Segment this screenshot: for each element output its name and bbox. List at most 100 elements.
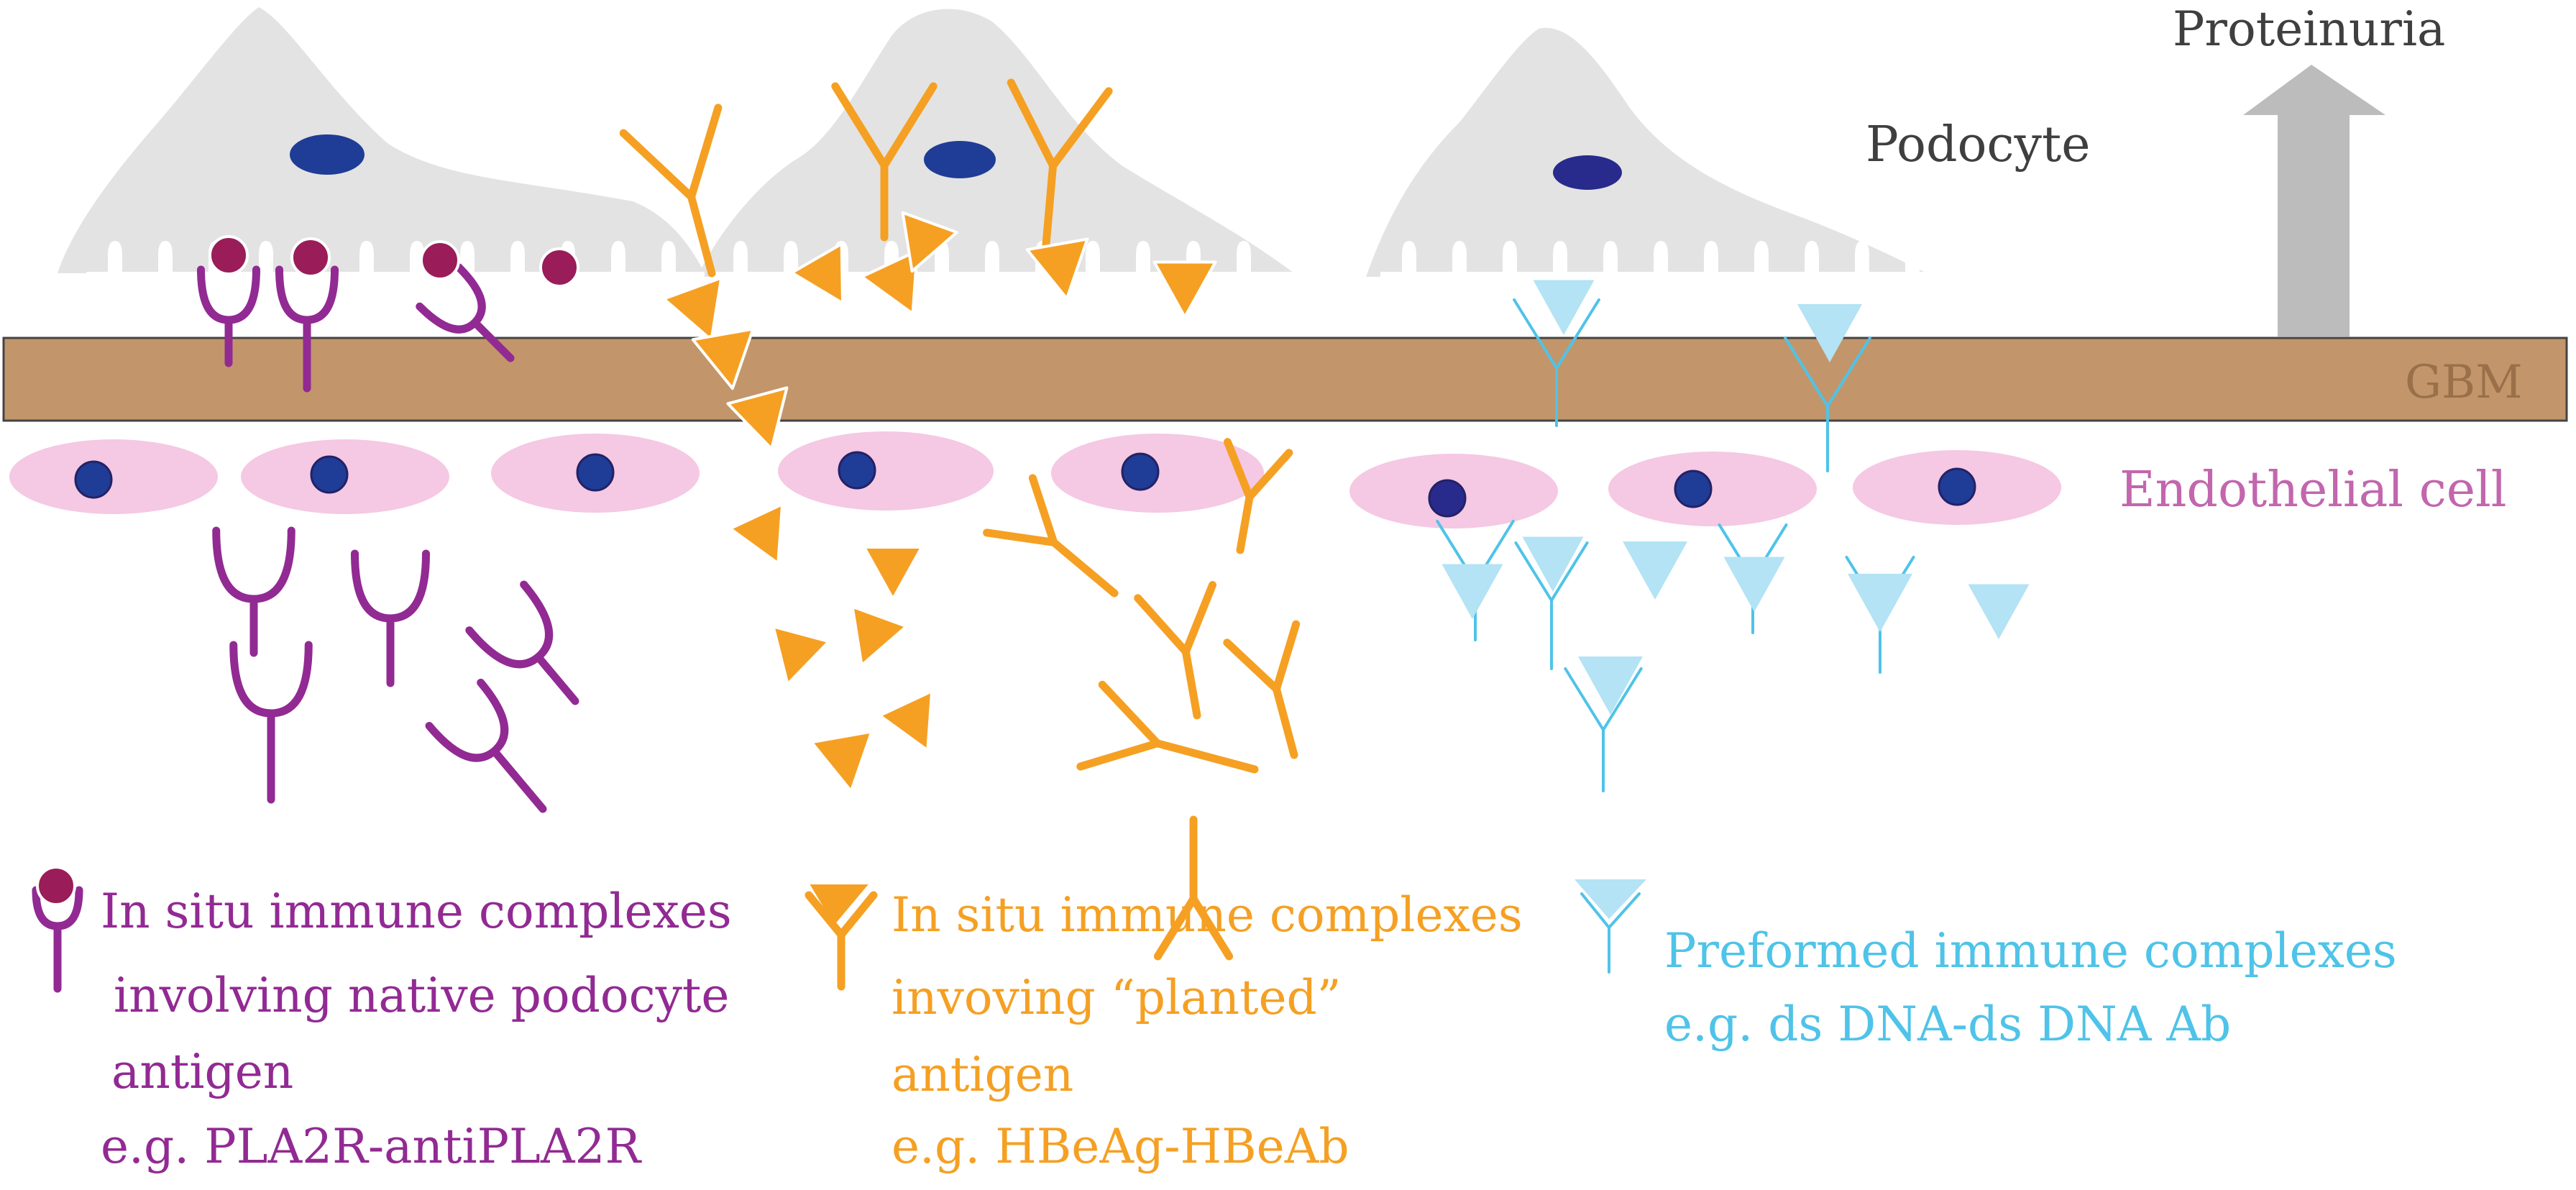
legend-native-line: e.g. PLA2R-antiPLA2R <box>101 1119 641 1174</box>
foot-gap <box>1855 241 1869 279</box>
native-antibody-bound <box>197 265 260 367</box>
preformed-antibody <box>1564 667 1643 792</box>
preformed-antigen <box>1623 541 1687 600</box>
endothelial-nucleus <box>838 451 876 490</box>
foot-gap <box>784 241 798 279</box>
planted-antibody-free <box>1223 438 1293 554</box>
legend-planted-line: antigen <box>891 1047 1074 1102</box>
foot-gap <box>1805 241 1819 279</box>
foot-gap <box>935 241 949 279</box>
foot-gap <box>1503 241 1517 279</box>
planted-antigen <box>810 730 874 793</box>
preformed-antigen <box>1533 280 1595 335</box>
foot-gap <box>1452 241 1467 279</box>
podocyte-cell-1 <box>58 7 705 273</box>
planted-antigen <box>790 242 844 305</box>
planted-antibody-bound <box>831 82 938 242</box>
planted-antigen <box>1025 237 1089 301</box>
foot-gap <box>1237 241 1251 279</box>
foot-gap <box>158 241 173 279</box>
planted-antibody-free <box>983 474 1119 598</box>
legend-icons <box>32 866 1646 993</box>
podocyte-nuclei <box>290 134 1622 190</box>
native-antibody-free <box>351 549 430 687</box>
planted-antigen <box>878 690 934 752</box>
legend-preformed-line: Preformed immune complexes <box>1664 923 2397 979</box>
planted-antibody-bound <box>619 104 723 278</box>
podocyte-nucleus <box>1553 155 1622 190</box>
foot-gap <box>1754 241 1769 279</box>
endothelial-label: Endothelial cell <box>2119 462 2507 518</box>
legend-planted-line: invoving <box>891 970 1096 1025</box>
legend-native-line: involving native podocyte <box>114 968 730 1023</box>
planted-antibody-free <box>1223 620 1301 759</box>
native-antibody-bound <box>416 263 515 362</box>
legend-planted-quoted: “planted” <box>1111 970 1342 1025</box>
foot-gap <box>661 241 676 279</box>
planted-antibody-free <box>1076 680 1259 774</box>
planted-antigen <box>863 546 923 600</box>
legend-planted-line: In situ immune complexes <box>891 887 1523 943</box>
native-antibody-free <box>229 641 313 804</box>
native-antibody-free <box>465 580 579 705</box>
foot-gap <box>1704 241 1718 279</box>
endothelial-cell <box>1608 452 1817 526</box>
endothelial-nucleus <box>1674 470 1713 508</box>
foot-gap <box>359 241 374 279</box>
endothelial-nucleus <box>1938 467 1976 506</box>
planted-antigen <box>771 625 830 686</box>
endothelial-cell <box>778 431 994 511</box>
preformed-antigen <box>1968 584 2030 639</box>
native-antigen <box>290 237 331 278</box>
podocyte-cell-3 <box>1366 27 1934 277</box>
foot-gap <box>1603 241 1618 279</box>
endothelial-nucleus <box>310 455 349 494</box>
foot-gap <box>1905 241 1920 279</box>
planted-antigen <box>662 276 723 342</box>
planted-antigen <box>728 503 784 565</box>
planted-antigen <box>860 249 919 316</box>
planted-antigen <box>901 211 958 273</box>
gbm-label: GBM <box>2405 356 2523 409</box>
legend-planted-line: e.g. HBeAg-HBeAb <box>891 1119 1349 1174</box>
foot-baseline <box>86 272 705 280</box>
native-antigen <box>208 235 249 275</box>
endothelial-nucleus <box>74 460 113 499</box>
planted-antibody-free <box>1134 581 1217 720</box>
proteinuria-label: Proteinuria <box>2173 1 2446 57</box>
gbm-membrane <box>2 337 2568 422</box>
preformed-antibody <box>1784 337 1871 472</box>
preformed-antigen <box>1848 574 1912 632</box>
preformed-antigen <box>1441 564 1503 619</box>
preformed-antibody <box>1514 541 1589 670</box>
planted-antibody-bound <box>1007 78 1113 249</box>
preformed-antigen <box>1797 304 1862 362</box>
legend-preformed-line: e.g. ds DNA-ds DNA Ab <box>1664 997 2232 1052</box>
podocyte-cell-2 <box>697 9 1294 277</box>
foot-gap <box>410 241 424 279</box>
native-antibody-bound <box>275 265 339 393</box>
native-antigen <box>420 240 460 280</box>
endothelial-cells <box>9 431 2061 528</box>
legend-native-icon <box>32 866 83 993</box>
planted-antibody-free <box>1153 815 1234 961</box>
podocytes <box>58 7 1934 277</box>
native-antigen-complexes <box>197 235 579 813</box>
foot-baseline <box>1380 272 1934 280</box>
foot-gap <box>611 241 625 279</box>
foot-gap <box>259 241 273 279</box>
planted-antigen <box>726 386 789 451</box>
planted-antigen <box>851 605 908 667</box>
preformed-immune-complexes <box>1436 280 2030 792</box>
legend-native-line: In situ immune complexes <box>101 884 732 939</box>
preformed-antigen <box>1723 557 1785 612</box>
podocyte-nucleus <box>924 141 996 178</box>
planted-antigen-complexes <box>619 78 1301 961</box>
foot-gap <box>510 241 525 279</box>
foot-baseline <box>712 272 1294 280</box>
endothelial-nucleus <box>1121 452 1160 491</box>
endothelial-nucleus <box>576 453 615 492</box>
foot-gap <box>1136 241 1150 279</box>
foot-gap <box>1553 241 1567 279</box>
